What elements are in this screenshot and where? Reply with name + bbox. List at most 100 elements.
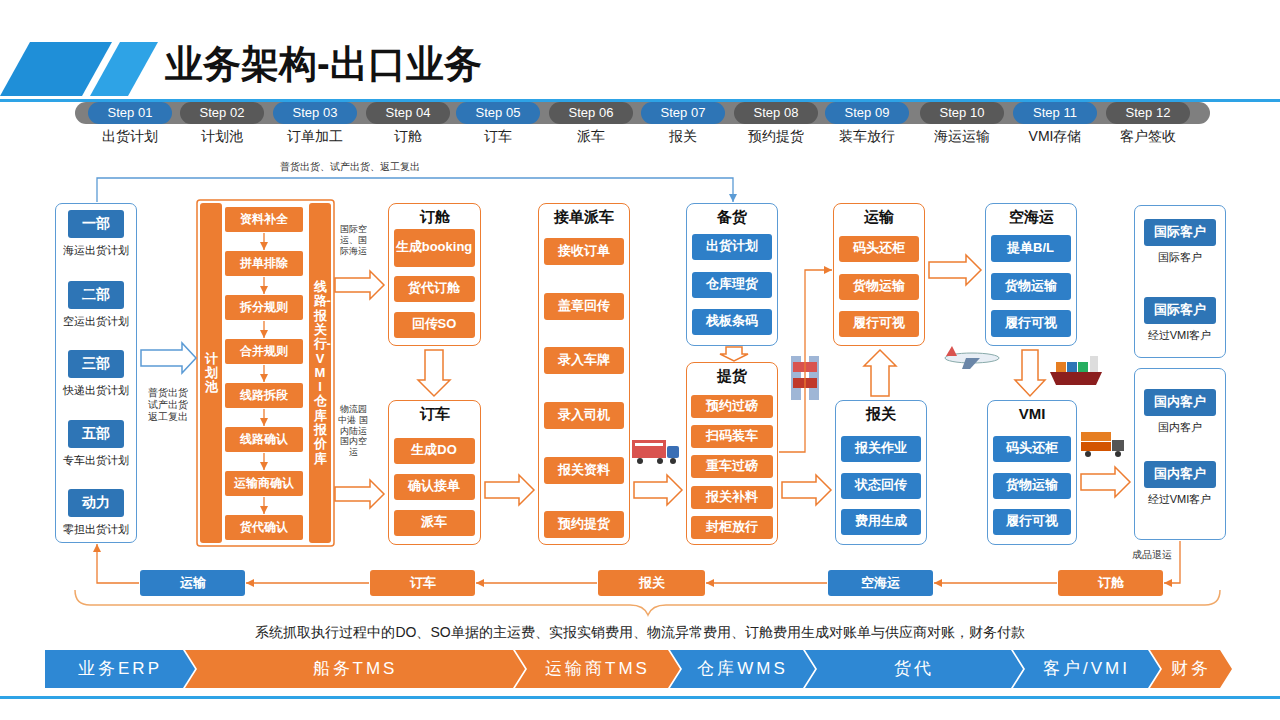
box-text: 录入车牌 (558, 353, 610, 368)
box-caption: VMI存储 (1000, 128, 1110, 144)
connector (246, 582, 369, 583)
block-arrow (929, 255, 981, 285)
block-arrow (782, 475, 831, 505)
box-text: 国内客户 (1154, 467, 1206, 482)
box-text: 二部 (82, 286, 110, 302)
task-box: 预约提货 (544, 511, 624, 538)
task-box: 预约过磅 (691, 395, 773, 418)
plan-bar: 计划池 (200, 203, 222, 543)
block-arrow (141, 343, 196, 373)
title: 业务架构-出口业务 (165, 42, 482, 88)
box-text: 业务ERP (78, 659, 162, 679)
box-text: 拆分规则 (240, 301, 288, 315)
box-text: 货代 (894, 659, 934, 679)
box-text: Step 12 (1126, 106, 1171, 121)
plan-step: 资料补全 (225, 207, 303, 232)
box-caption: 海运运输 (907, 128, 1017, 144)
box-text: 重车过磅 (706, 459, 758, 474)
plan-step: 运输商确认 (225, 471, 303, 496)
box-text: 国内客户 (1154, 395, 1206, 410)
title-bar (90, 42, 158, 96)
step-pill: Step 04订舱 (366, 102, 450, 124)
block-arrow (418, 350, 450, 396)
box-caption: 海运出货计划 (56, 244, 136, 257)
return-pill: 运输 (140, 570, 245, 596)
task-box: 派车 (394, 510, 475, 536)
group-frame: 一部海运出货计划二部空运出货计划三部快递出货计划五部专车出货计划动力零担出货计划 (55, 203, 137, 543)
box-caption: 空运出货计划 (56, 315, 136, 328)
box-text: 订舱 (1098, 576, 1124, 591)
container (1078, 362, 1088, 372)
box-text: Step 10 (940, 106, 985, 121)
tail (946, 346, 957, 356)
container (1081, 432, 1111, 441)
wing (962, 358, 980, 369)
box-text: 报关 (639, 576, 665, 591)
box-text: 回传SO (412, 317, 457, 332)
plan-step: 拼单排除 (225, 251, 303, 276)
process-group: VMI码头还柜货物运输履行可视 (987, 400, 1077, 545)
connector (263, 453, 264, 470)
box-text: 报关补料 (706, 490, 758, 505)
connector (97, 178, 733, 202)
box-caption: 计划池 (167, 128, 277, 144)
process-group: 订舱生成booking货代订舱回传SO (388, 203, 481, 346)
box-caption: 国际客户 (1134, 251, 1226, 264)
system-chevron: 船务TMS (185, 650, 525, 688)
wheel (1085, 451, 1091, 457)
customer-box: 国际客户国际客户 (1144, 219, 1216, 246)
task-box: 报关作业 (841, 436, 921, 462)
process-group: 运输码头还柜货物运输履行可视 (833, 203, 925, 346)
step-pill: Step 02计划池 (180, 102, 264, 124)
block-arrow (335, 271, 384, 299)
box-caption: 派车 (536, 128, 646, 144)
box-text: 生成booking (396, 240, 473, 255)
connector (263, 365, 264, 382)
box-caption: 国内客户 (1134, 421, 1226, 434)
box-text: 运输 (180, 576, 206, 591)
task-box: 确认接单 (394, 474, 475, 500)
box-text: Step 07 (661, 106, 706, 121)
box-caption: 专车出货计划 (56, 454, 136, 467)
box-text: 接收订单 (558, 244, 610, 259)
box-text: Step 08 (754, 106, 799, 121)
truck-body (632, 440, 666, 458)
process-group: 提货预约过磅扫码装车重车过磅报关补料封柜放行 (686, 362, 778, 545)
box-text: Step 04 (386, 106, 431, 121)
box-text: 生成DO (411, 443, 457, 458)
connector (779, 270, 832, 452)
connector (97, 544, 139, 583)
box-caption: 装车放行 (812, 128, 922, 144)
box-text: 预约过磅 (706, 399, 758, 414)
return-pill: 报关 (598, 570, 705, 596)
task-box: 接收订单 (544, 238, 624, 265)
system-chevron: 仓库WMS (670, 650, 815, 688)
group-heading: 空海运 (1009, 208, 1054, 225)
box-text: 盖章回传 (558, 299, 610, 314)
footnote: 系统抓取执行过程中的DO、SO单据的主运费、实报实销费用、物流异常费用、订舱费用… (0, 624, 1280, 641)
return-pill: 空海运 (828, 570, 933, 596)
process-group: 报关报关作业状态回传费用生成 (835, 400, 927, 545)
department-box: 一部海运出货计划 (68, 210, 124, 238)
box-text: 扫码装车 (706, 429, 758, 444)
step-pill: Step 01出货计划 (88, 102, 172, 124)
box-text: 客户/VMI (1043, 659, 1130, 679)
edge-label: 普货出货 试产出货 返工复出 (145, 387, 191, 423)
group-frame: 国际客户国际客户国际客户经过VMI客户 (1134, 205, 1226, 358)
customer-box: 国际客户经过VMI客户 (1144, 297, 1216, 324)
plan-step: 拆分规则 (225, 295, 303, 320)
container (1056, 362, 1066, 372)
box-text: 船务TMS (313, 659, 398, 679)
box-text: 货代订舱 (408, 281, 460, 296)
box-text: 线路-报关行-VMI仓库报价库 (314, 280, 327, 466)
box-text: 录入司机 (558, 408, 610, 423)
chevron-fill (1013, 650, 1160, 688)
chevron-fill (805, 650, 1023, 688)
box-text: Step 06 (569, 106, 614, 121)
box-text: 运输商TMS (545, 659, 650, 679)
task-box: 码头还柜 (993, 436, 1071, 462)
chevron-fill (45, 650, 195, 688)
box-text: 栈板条码 (706, 314, 758, 329)
block-arrow (864, 350, 896, 396)
